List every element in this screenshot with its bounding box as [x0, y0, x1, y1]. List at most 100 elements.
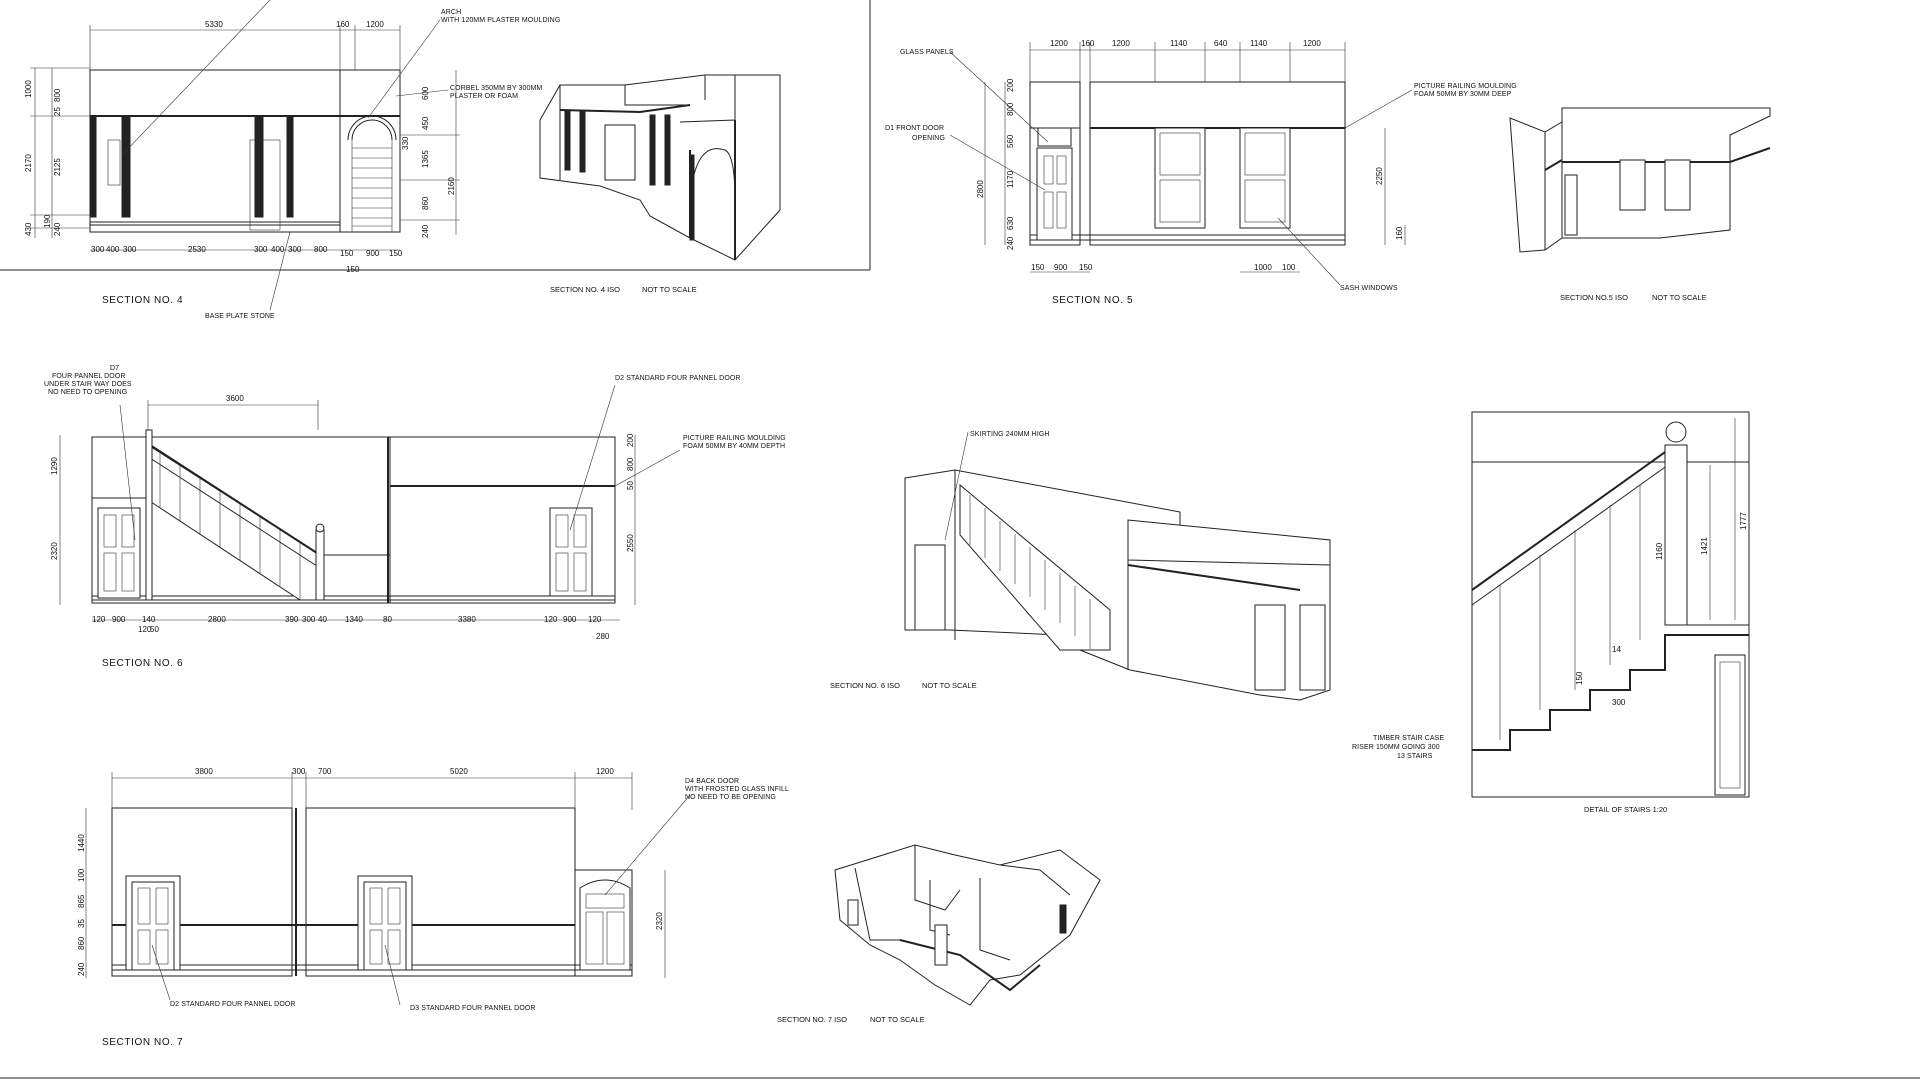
s7-dim-top-3: 700 [318, 767, 332, 776]
s5-dim-top-3: 1200 [1112, 39, 1130, 48]
s6-note-d7-2: FOUR PANNEL DOOR [52, 373, 126, 380]
s4-note-base-plate: BASE PLATE STONE [205, 313, 275, 320]
s4-dim-bottom-3: 300 [123, 245, 137, 254]
s5-dim-top-5: 640 [1214, 39, 1228, 48]
s6-dim-bottom-12: 900 [563, 615, 577, 624]
s5-dim-top-6: 1140 [1250, 39, 1268, 48]
s7-iso-caption: SECTION NO. 7 ISO [777, 1015, 847, 1024]
section-7-elevation: 3800 300 700 5020 1200 1440 100 865 35 8… [77, 767, 789, 1048]
s5-dim-left-6: 630 [1006, 216, 1015, 230]
s7-dim-top-2: 300 [292, 767, 306, 776]
s4-dim-right-4: 330 [401, 136, 410, 150]
stairs-dim-4: 150 [1575, 671, 1584, 685]
s6-dim-bottom-8: 1340 [345, 615, 363, 624]
stairs-note-2: RISER 150MM GOING 300 [1352, 744, 1440, 751]
s4-dim-bottom-9: 900 [366, 249, 380, 258]
s5-dim-bottom-2: 900 [1054, 263, 1068, 272]
stairs-caption: DETAIL OF STAIRS 1:20 [1584, 805, 1667, 814]
section-4-elevation: 5330 160 1200 1000 800 2170 2125 430 190… [24, 0, 560, 320]
s5-dim-left-4: 2800 [976, 180, 985, 198]
s6-dim-bottom-4: 2800 [208, 615, 226, 624]
s5-dim-bottom-5: 100 [1282, 263, 1296, 272]
section-5-iso: SECTION NO.5 ISO NOT TO SCALE [1509, 107, 1771, 302]
s6-iso-caption: SECTION NO. 6 ISO [830, 681, 900, 690]
s6-dim-bottom-7: 40 [318, 615, 327, 624]
s7-note-d4-1: D4 BACK DOOR [685, 778, 739, 785]
s6-note-d2: D2 STANDARD FOUR PANNEL DOOR [615, 375, 741, 382]
s5-title: SECTION NO. 5 [1052, 295, 1133, 306]
s4-dim-left-8: 25 [53, 107, 62, 116]
s7-note-d3: D3 STANDARD FOUR PANNEL DOOR [410, 1005, 536, 1012]
s6-dim-bottom-16: 280 [596, 632, 610, 641]
s4-iso-scale: NOT TO SCALE [642, 285, 697, 294]
s7-dim-left-1: 1440 [77, 834, 86, 852]
s5-dim-left-5: 1170 [1006, 170, 1015, 188]
s6-dim-bottom-14: 120 [138, 625, 152, 634]
s6-dim-bottom-6: 300 [302, 615, 316, 624]
s5-dim-top-4: 1140 [1170, 39, 1188, 48]
s7-dim-left-6: 240 [77, 962, 86, 976]
s7-dim-left-5: 860 [77, 936, 86, 950]
s4-iso-caption: SECTION NO. 4 ISO [550, 285, 620, 294]
s5-dim-bottom-4: 1000 [1254, 263, 1272, 272]
s7-title: SECTION NO. 7 [102, 1037, 183, 1048]
s6-dim-bottom-13: 120 [588, 615, 602, 624]
s5-iso-caption: SECTION NO.5 ISO [1560, 293, 1628, 302]
stairs-note-3: 13 STAIRS [1397, 753, 1433, 760]
stairs-note-1: TIMBER STAIR CASE [1373, 735, 1444, 742]
s4-dim-bottom-12: 150 [346, 265, 360, 274]
s6-dim-left-2: 2320 [50, 542, 59, 560]
stairs-dim-3: 1160 [1655, 542, 1664, 560]
s5-note-glass: GLASS PANELS [900, 49, 954, 56]
s5-note-door-2: OPENING [912, 135, 945, 142]
s4-dim-bottom-11: 150 [389, 249, 403, 258]
s7-dim-left-2: 100 [77, 868, 86, 882]
s5-note-rail-1: PICTURE RAILING MOULDING [1414, 83, 1517, 90]
s6-dim-bottom-9: 80 [383, 615, 392, 624]
s4-dim-left-4: 2125 [53, 158, 62, 176]
s4-dim-bottom-8: 800 [314, 245, 328, 254]
s5-dim-right-2: 160 [1395, 226, 1404, 240]
s6-dim-right-3: 50 [626, 481, 635, 490]
s4-dim-top-1: 5330 [205, 20, 223, 29]
s7-note-d4-2: WITH FROSTED GLASS INFILL [685, 786, 789, 793]
s7-iso-scale: NOT TO SCALE [870, 1015, 925, 1024]
s4-dim-left-1: 1000 [24, 80, 33, 98]
stairs-dim-1: 1777 [1739, 512, 1748, 530]
stairs-dim-5: 14 [1612, 645, 1621, 654]
s6-dim-bottom-10: 3380 [458, 615, 476, 624]
stairs-dim-2: 1421 [1700, 537, 1709, 555]
s6-dim-bottom-15: 50 [150, 625, 159, 634]
s5-dim-left-3: 560 [1006, 134, 1015, 148]
s6-note-rail-2: FOAM 50MM BY 40MM DEPTH [683, 443, 785, 450]
s5-dim-top-2: 160 [1081, 39, 1095, 48]
s6-dim-bottom-2: 900 [112, 615, 126, 624]
s5-dim-left-1: 200 [1006, 78, 1015, 92]
s6-dim-top-1: 3600 [226, 394, 244, 403]
s4-dim-bottom-7: 300 [288, 245, 302, 254]
s5-dim-bottom-1: 150 [1031, 263, 1045, 272]
s6-title: SECTION NO. 6 [102, 658, 183, 669]
s5-dim-bottom-3: 150 [1079, 263, 1093, 272]
s4-dim-left-3: 2170 [24, 154, 33, 172]
section-7-iso: SECTION NO. 7 ISO NOT TO SCALE [777, 844, 1101, 1024]
s4-dim-right-6: 240 [421, 224, 430, 238]
s4-note-arch-2: WITH 120MM PLASTER MOULDING [441, 17, 560, 24]
stairs-dim-6: 300 [1612, 698, 1626, 707]
s7-dim-top-4: 5020 [450, 767, 468, 776]
s4-dim-left-7: 240 [53, 222, 62, 236]
s6-iso-scale: NOT TO SCALE [922, 681, 977, 690]
s6-dim-right-4: 2550 [626, 534, 635, 552]
s6-note-d7-1: D7 [110, 365, 119, 372]
s5-dim-left-2: 800 [1006, 102, 1015, 116]
s5-dim-left-7: 240 [1006, 236, 1015, 250]
s5-dim-top-1: 1200 [1050, 39, 1068, 48]
s7-dim-top-5: 1200 [596, 767, 614, 776]
s4-note-corbel-2: PLASTER OR FOAM [450, 93, 518, 100]
s7-note-d2: D2 STANDARD FOUR PANNEL DOOR [170, 1001, 296, 1008]
s4-dim-left-6: 190 [43, 214, 52, 228]
s7-dim-left-4: 35 [77, 919, 86, 928]
s4-dim-bottom-5: 300 [254, 245, 268, 254]
s6-dim-right-2: 800 [626, 457, 635, 471]
